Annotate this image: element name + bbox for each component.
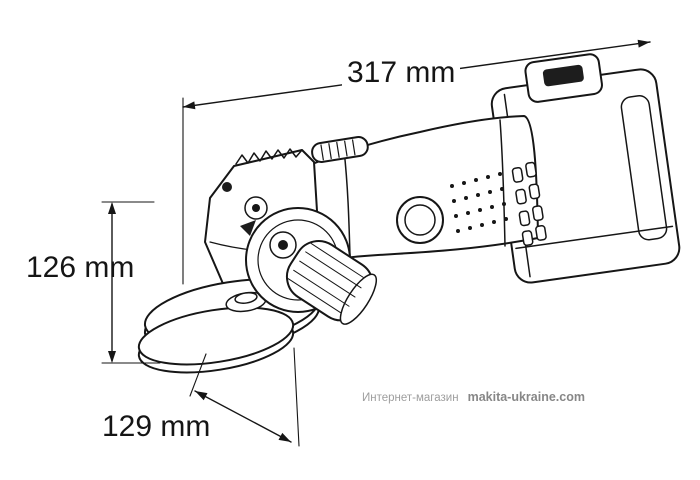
side-handle <box>245 207 378 325</box>
dim-arrow-bottom <box>108 351 116 363</box>
dim-arrow-right <box>278 432 291 442</box>
watermark-prefix: Интернет-магазин <box>362 392 459 404</box>
watermark-site: makita-ukraine.com <box>467 390 585 404</box>
dim-arrow-left <box>183 101 196 110</box>
dim-arrow-left <box>195 391 208 401</box>
vent-slots <box>511 161 547 247</box>
grinding-disc <box>137 306 295 374</box>
dimension-label-height: 126 mm <box>26 251 135 284</box>
lock-lever <box>311 136 369 163</box>
grip-dots <box>450 172 508 233</box>
watermark: Интернет-магазин makita-ukraine.com <box>362 390 585 404</box>
dimension-line-height <box>101 201 161 364</box>
dim-arrow-top <box>108 202 116 214</box>
dim-arrow-right <box>637 39 650 48</box>
dimension-line-disc <box>189 347 300 447</box>
dimension-label-disc: 129 mm <box>102 410 211 443</box>
dimension-label-length: 317 mm <box>342 56 461 89</box>
